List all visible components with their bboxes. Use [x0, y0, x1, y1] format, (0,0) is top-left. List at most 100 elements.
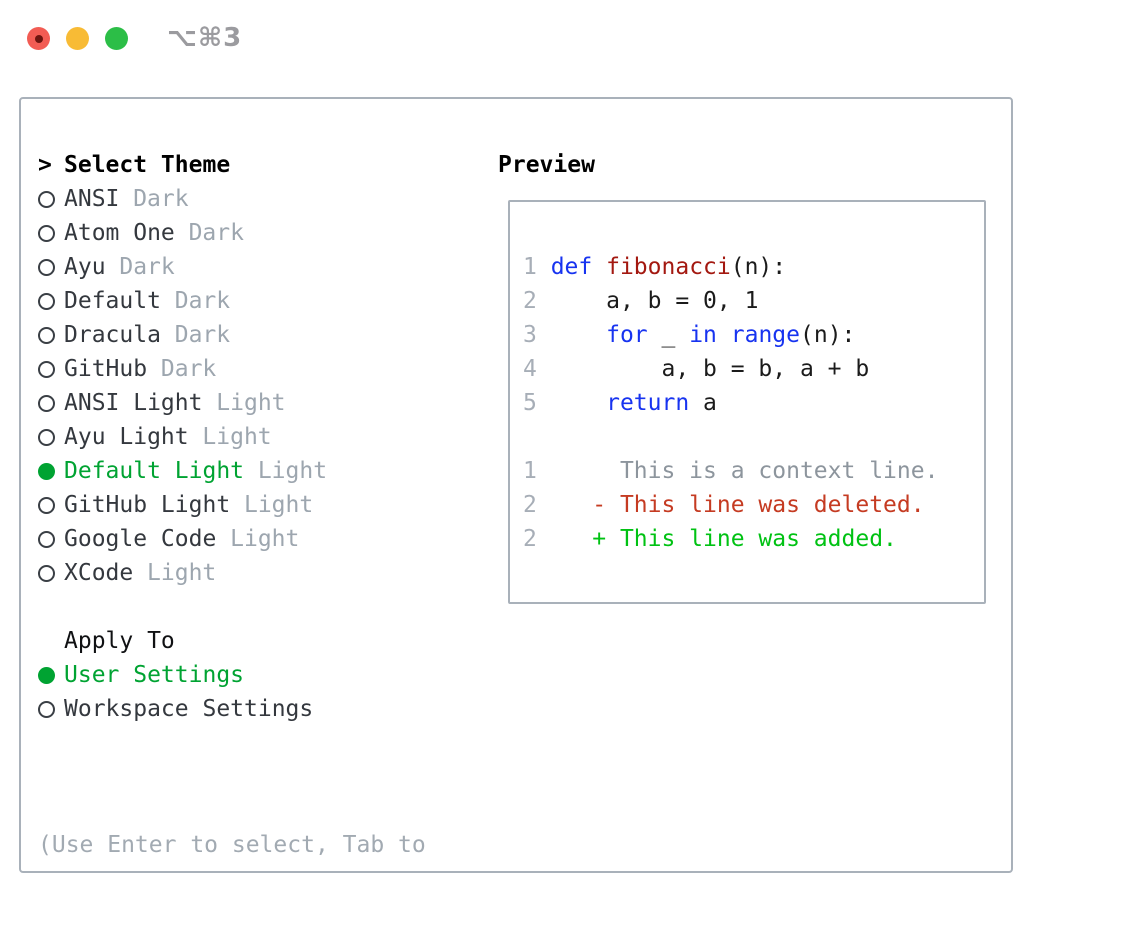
line-number: 3: [523, 322, 551, 348]
radio-unselected-icon: [38, 564, 64, 582]
code-segment-plain: a, b = b, a + b: [550, 356, 870, 382]
radio-unselected-icon: [38, 292, 64, 310]
theme-option-github[interactable]: GitHub Dark: [38, 352, 426, 386]
minimize-button[interactable]: [66, 27, 89, 50]
line-number: 5: [523, 390, 551, 416]
option-variant-label: Light: [202, 424, 272, 450]
code-segment-plain: a: [689, 390, 717, 416]
theme-option-default-light[interactable]: Default Light Light: [38, 454, 426, 488]
zoom-button[interactable]: [105, 27, 128, 50]
option-variant-label: Light: [230, 526, 300, 552]
code-segment-plain: [717, 322, 731, 348]
window-title: ⌥⌘3: [167, 23, 243, 53]
apply-option-user-settings[interactable]: User Settings: [38, 658, 426, 692]
radio-selected-icon: [38, 462, 64, 480]
code-segment-added: + This line was added.: [550, 526, 897, 552]
radio-unselected-icon: [38, 496, 64, 514]
theme-option-xcode[interactable]: XCode Light: [38, 556, 426, 590]
radio-unselected-icon: [38, 394, 64, 412]
hint-line-1: (Use Enter to select, Tab to: [38, 832, 426, 858]
code-segment-context: This is a context line.: [550, 458, 939, 484]
radio-unselected-icon: [38, 190, 64, 208]
line-number: 2: [523, 288, 551, 314]
select-theme-header-label: Select Theme: [64, 152, 231, 178]
option-label: XCode: [64, 560, 134, 586]
option-label: Ayu Light: [64, 424, 189, 450]
code-segment-plain: [551, 322, 606, 348]
theme-option-ansi-light[interactable]: ANSI Light Light: [38, 386, 426, 420]
code-segment-keyword: for: [606, 322, 648, 348]
option-label: Ayu: [64, 254, 106, 280]
option-label: ANSI: [64, 186, 120, 212]
code-segment-keyword: in: [689, 322, 717, 348]
option-variant-label: Dark: [160, 356, 217, 382]
unsaved-changes-dot: [34, 34, 43, 43]
code-segment-plain: _: [647, 322, 690, 348]
window-titlebar: ⌥⌘3: [0, 0, 1140, 76]
code-segment-keyword: return: [606, 390, 690, 416]
option-label: Google Code: [64, 526, 217, 552]
radio-unselected-icon: [38, 326, 64, 344]
radio-unselected-icon: [38, 258, 64, 276]
option-variant-label: Dark: [188, 220, 244, 246]
apply-to-header: Apply To: [38, 624, 426, 658]
line-number: 4: [523, 356, 551, 382]
apply-to-label: Apply To: [64, 628, 175, 654]
line-number: 1: [523, 458, 551, 484]
option-variant-label: Dark: [119, 254, 175, 280]
code-segment-plain: [551, 390, 606, 416]
radio-unselected-icon: [38, 530, 64, 548]
option-label: Default: [64, 288, 161, 314]
option-variant-label: Dark: [174, 322, 231, 348]
code-segment-keyword: def: [550, 254, 593, 280]
blank-line: [523, 420, 984, 454]
option-variant-label: Light: [216, 390, 286, 416]
option-label: User Settings: [64, 662, 245, 688]
radio-unselected-icon: [38, 224, 64, 242]
option-label: Dracula: [64, 322, 161, 348]
option-variant-label: Light: [257, 458, 328, 484]
option-label: GitHub: [64, 356, 148, 382]
radio-unselected-icon: [38, 700, 64, 718]
code-line: 3 for _ in range(n):: [523, 318, 984, 352]
option-variant-label: Light: [243, 492, 314, 518]
spacer: [38, 726, 426, 760]
line-number: 2: [523, 492, 551, 518]
code-segment-plain: [592, 254, 606, 280]
theme-option-google-code[interactable]: Google Code Light: [38, 522, 426, 556]
radio-unselected-icon: [38, 428, 64, 446]
code-line: 1 This is a context line.: [523, 454, 984, 488]
theme-option-ayu-light[interactable]: Ayu Light Light: [38, 420, 426, 454]
theme-option-ansi[interactable]: ANSI Dark: [38, 182, 426, 216]
code-segment-plain: (n):: [800, 322, 856, 348]
code-segment-deleted: - This line was deleted.: [550, 492, 925, 518]
code-segment-function: fibonacci: [606, 254, 731, 280]
option-label: ANSI Light: [64, 390, 203, 416]
option-label: Default Light: [64, 458, 245, 484]
option-variant-label: Light: [147, 560, 217, 586]
code-line: 1 def fibonacci(n):: [523, 250, 984, 284]
apply-option-workspace-settings[interactable]: Workspace Settings: [38, 692, 426, 726]
code-line: 2 + This line was added.: [523, 522, 984, 556]
option-label: GitHub Light: [64, 492, 231, 518]
spacer: [38, 590, 426, 624]
theme-option-dracula[interactable]: Dracula Dark: [38, 318, 426, 352]
code-line: 2 - This line was deleted.: [523, 488, 984, 522]
theme-option-ayu[interactable]: Ayu Dark: [38, 250, 426, 284]
option-label: Workspace Settings: [64, 696, 314, 722]
line-number: [523, 424, 551, 450]
close-button[interactable]: [27, 27, 50, 50]
theme-option-github-light[interactable]: GitHub Light Light: [38, 488, 426, 522]
hint-line-2: change focus): [38, 930, 426, 934]
line-number: 1: [523, 254, 551, 280]
option-variant-label: Dark: [133, 186, 189, 212]
code-segment-plain: a, b = 0, 1: [550, 288, 759, 314]
